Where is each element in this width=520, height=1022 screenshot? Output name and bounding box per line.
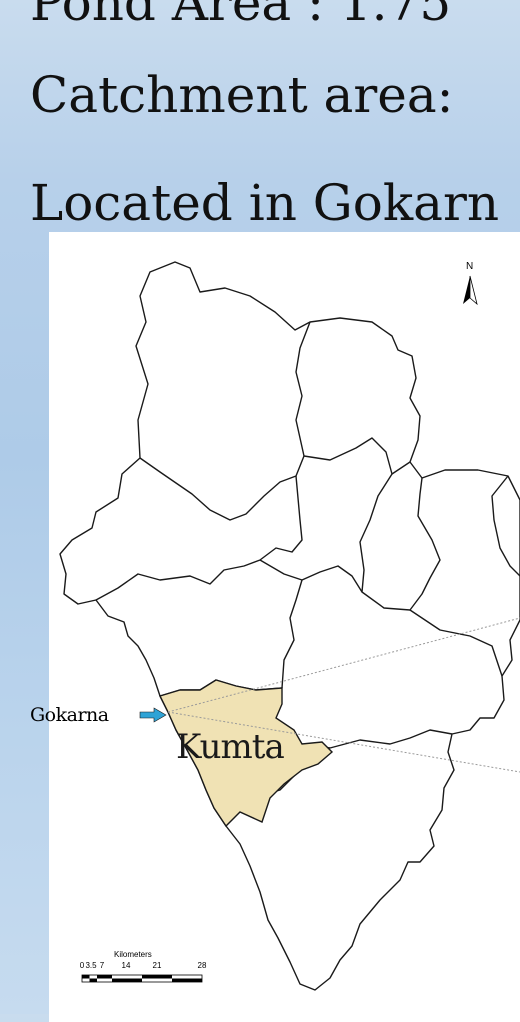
scale-tick: 14: [121, 961, 131, 970]
scale-tick: 7: [99, 961, 105, 970]
leader-line-bottom: [167, 711, 520, 773]
scale-ticks: 0 3.5 7 14 21 28: [80, 961, 220, 973]
north-label: N: [466, 261, 474, 272]
gokarna-label: Gokarna: [30, 704, 109, 726]
slide-line-catchment-area: Catchment area:: [30, 66, 454, 124]
scale-tick: 3.5: [85, 961, 97, 970]
slide-line-pond-area: Pond Area : 1.75: [30, 0, 452, 32]
scale-bar: [81, 974, 203, 983]
kumta-region: [159, 679, 334, 828]
kumta-label: Kumta: [176, 727, 285, 767]
scale-title: Kilometers: [114, 950, 152, 959]
map-panel: [49, 232, 520, 1022]
district-outline: [59, 261, 520, 991]
gokarna-arrow-icon: [139, 707, 167, 723]
slide-line-location: Located in Gokarn: [30, 174, 500, 232]
leader-line-top: [167, 617, 520, 713]
scale-tick: 0: [79, 961, 85, 970]
north-arrow-icon: [463, 275, 478, 306]
scale-tick: 21: [152, 961, 162, 970]
scale-tick: 28: [197, 961, 207, 970]
